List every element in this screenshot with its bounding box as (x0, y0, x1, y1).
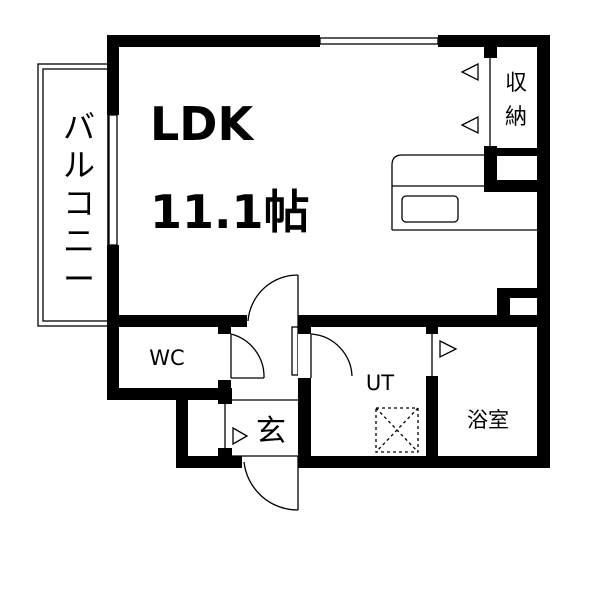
wc-label: WC (149, 346, 184, 370)
entrance-label: 玄 (256, 414, 286, 449)
balcony-char: バ (63, 108, 95, 146)
door-arc (247, 274, 299, 322)
storage-char: 収 (505, 71, 527, 96)
wall-right (537, 35, 550, 467)
door-swing-icon (298, 333, 353, 378)
closet-arrow-icon (460, 62, 479, 82)
window-balcony (108, 114, 118, 246)
kitchen-counter-icon (391, 154, 537, 231)
closet-door-icon (460, 58, 497, 146)
wall-bottom-right (298, 456, 550, 468)
wall-entrance-left (176, 388, 188, 468)
wall-bottom-left (176, 456, 242, 468)
counter-outline (391, 154, 484, 230)
ldk-size: 11.1帖 (150, 185, 310, 239)
wall-top-right (438, 35, 550, 47)
door-swing-icon (232, 399, 299, 511)
sink-icon (401, 195, 459, 223)
door-opening (298, 334, 311, 378)
wall-left-upper (107, 35, 119, 115)
wall-top-left (107, 35, 320, 47)
wall-storage-floor (484, 148, 550, 156)
door-arc (310, 333, 353, 377)
bath-arrow-icon (439, 339, 458, 359)
closet-door-icon (218, 404, 249, 448)
washer-cross (375, 407, 419, 453)
balcony-char: ー (63, 260, 95, 298)
wall-ldk-bottom-left (107, 315, 247, 327)
door-arc (230, 333, 265, 379)
closet-arrow-icon (460, 115, 479, 135)
utility-label: UT (366, 371, 394, 395)
ldk-label: LDK (150, 97, 255, 151)
door-swing-icon (247, 274, 299, 376)
balcony-char: ニ (63, 222, 95, 260)
door-opening (247, 315, 298, 327)
pipe-shaft-inner (510, 298, 537, 315)
door-arc (243, 461, 299, 511)
door-opening (242, 456, 298, 468)
balcony: バ ル コ ニ ー (37, 63, 109, 327)
balcony-char: コ (63, 184, 95, 222)
door-opening (218, 334, 231, 380)
balcony-railing (42, 68, 109, 322)
door-frame (291, 326, 299, 376)
entrance-arrow-icon (232, 426, 249, 446)
door-swing-icon (426, 334, 458, 376)
wall-wc-bottom (107, 388, 231, 400)
balcony-label: バ ル コ ニ ー (63, 108, 95, 298)
balcony-char: ル (63, 146, 95, 184)
washer-outline (375, 407, 419, 453)
storage-label: 収 納 (505, 71, 527, 130)
washer-pan-icon (375, 407, 419, 453)
bath-label: 浴室 (467, 408, 509, 432)
storage-char: 納 (505, 105, 527, 130)
window-top (319, 37, 439, 45)
door-swing-icon (218, 333, 265, 380)
wall-ldk-bottom-right (298, 315, 550, 327)
